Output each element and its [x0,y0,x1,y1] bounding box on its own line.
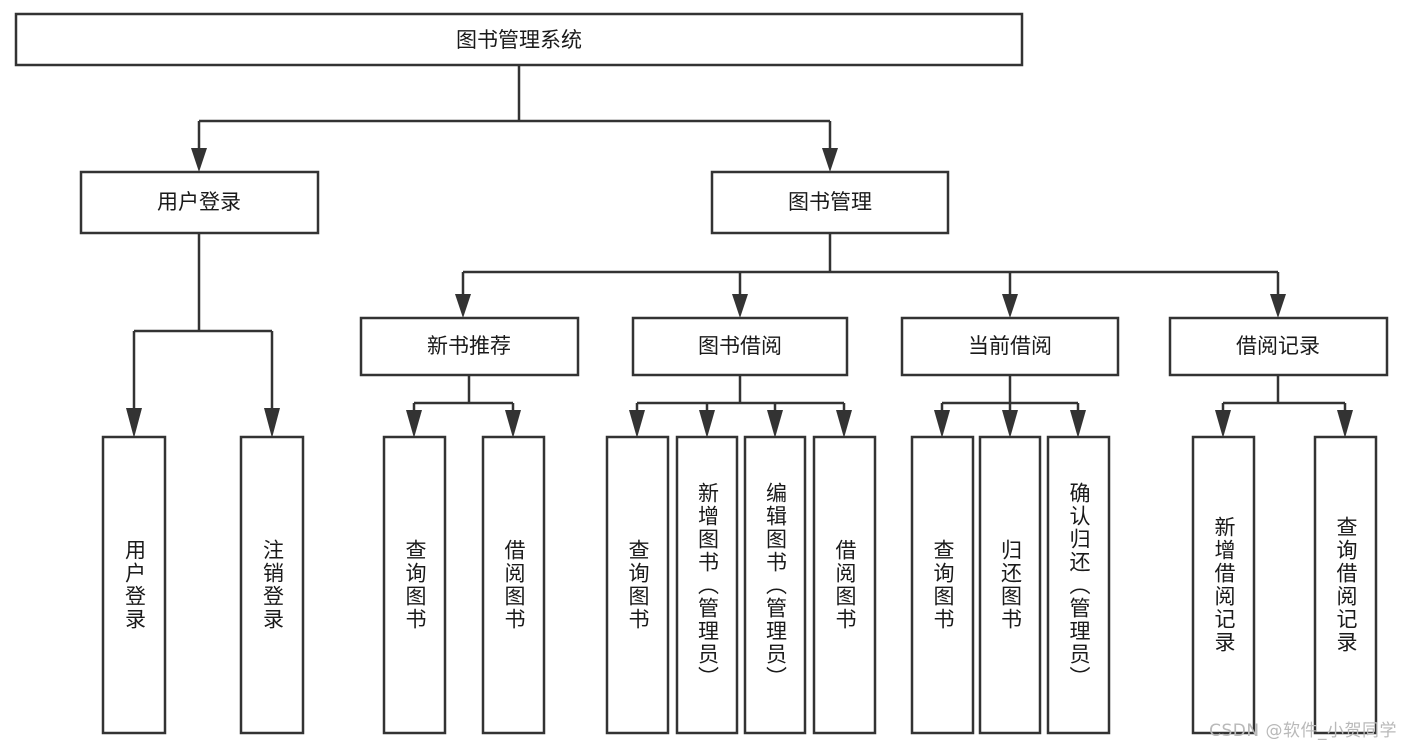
node-user-login[interactable] [79,170,320,235]
node-leaf-query-book-3[interactable] [910,435,975,735]
arrowhead-book-borrow [732,294,748,318]
arrowhead-leaf-logout [264,408,280,438]
arrowhead-edit-book-admin [767,410,783,438]
arrowhead-user-login [191,148,207,172]
watermark: CSDN @软件_小贺同学 [1209,721,1397,741]
node-current-borrow[interactable] [900,316,1120,377]
node-leaf-query-book-1[interactable] [382,435,447,735]
node-current-borrow-label: 当前借阅 [968,334,1052,358]
node-leaf-add-record[interactable] [1191,435,1256,735]
arrowhead-return-book [1002,410,1018,438]
arrowhead-query-book-2 [629,410,645,438]
arrowhead-leaf-user-login [126,408,142,438]
node-new-book-rec[interactable] [359,316,580,377]
arrowhead-book-manage [822,148,838,172]
node-root[interactable] [14,12,1024,67]
node-book-borrow-label: 图书借阅 [698,334,782,358]
node-leaf-query-book-2[interactable] [605,435,670,735]
arrowhead-query-book-3 [934,410,950,438]
node-leaf-add-book-admin[interactable] [675,435,739,735]
node-layer: 图书管理系统 用户登录 图书管理 新书推荐 图书借阅 当前借阅 借阅记录 [14,12,1389,735]
connector-layer [126,65,1353,438]
arrowhead-query-record [1337,410,1353,438]
arrowhead-borrow-book-2 [836,410,852,438]
arrowhead-borrow-book-1 [505,410,521,438]
node-leaf-borrow-book-1[interactable] [481,435,546,735]
node-leaf-edit-book-admin[interactable] [743,435,807,735]
arrowhead-borrow-record [1270,294,1286,318]
arrowhead-confirm-return-admin [1070,410,1086,438]
arrowhead-current-borrow [1002,294,1018,318]
node-leaf-query-record[interactable] [1313,435,1378,735]
arrowhead-new-book-rec [455,294,471,318]
node-book-manage-label: 图书管理 [788,190,872,214]
node-leaf-confirm-return-admin[interactable] [1046,435,1111,735]
node-leaf-return-book[interactable] [978,435,1042,735]
arrowhead-query-book-1 [406,410,422,438]
arrowhead-add-book-admin [699,410,715,438]
node-leaf-user-login[interactable] [101,435,167,735]
arrowhead-add-record [1215,410,1231,438]
node-leaf-logout[interactable] [239,435,305,735]
node-new-book-rec-label: 新书推荐 [427,334,511,358]
node-book-borrow[interactable] [631,316,849,377]
node-borrow-record-label: 借阅记录 [1236,334,1320,358]
node-leaf-borrow-book-2[interactable] [812,435,877,735]
node-user-login-label: 用户登录 [157,190,241,214]
node-book-manage[interactable] [710,170,950,235]
node-root-label: 图书管理系统 [456,28,582,52]
node-borrow-record[interactable] [1168,316,1389,377]
